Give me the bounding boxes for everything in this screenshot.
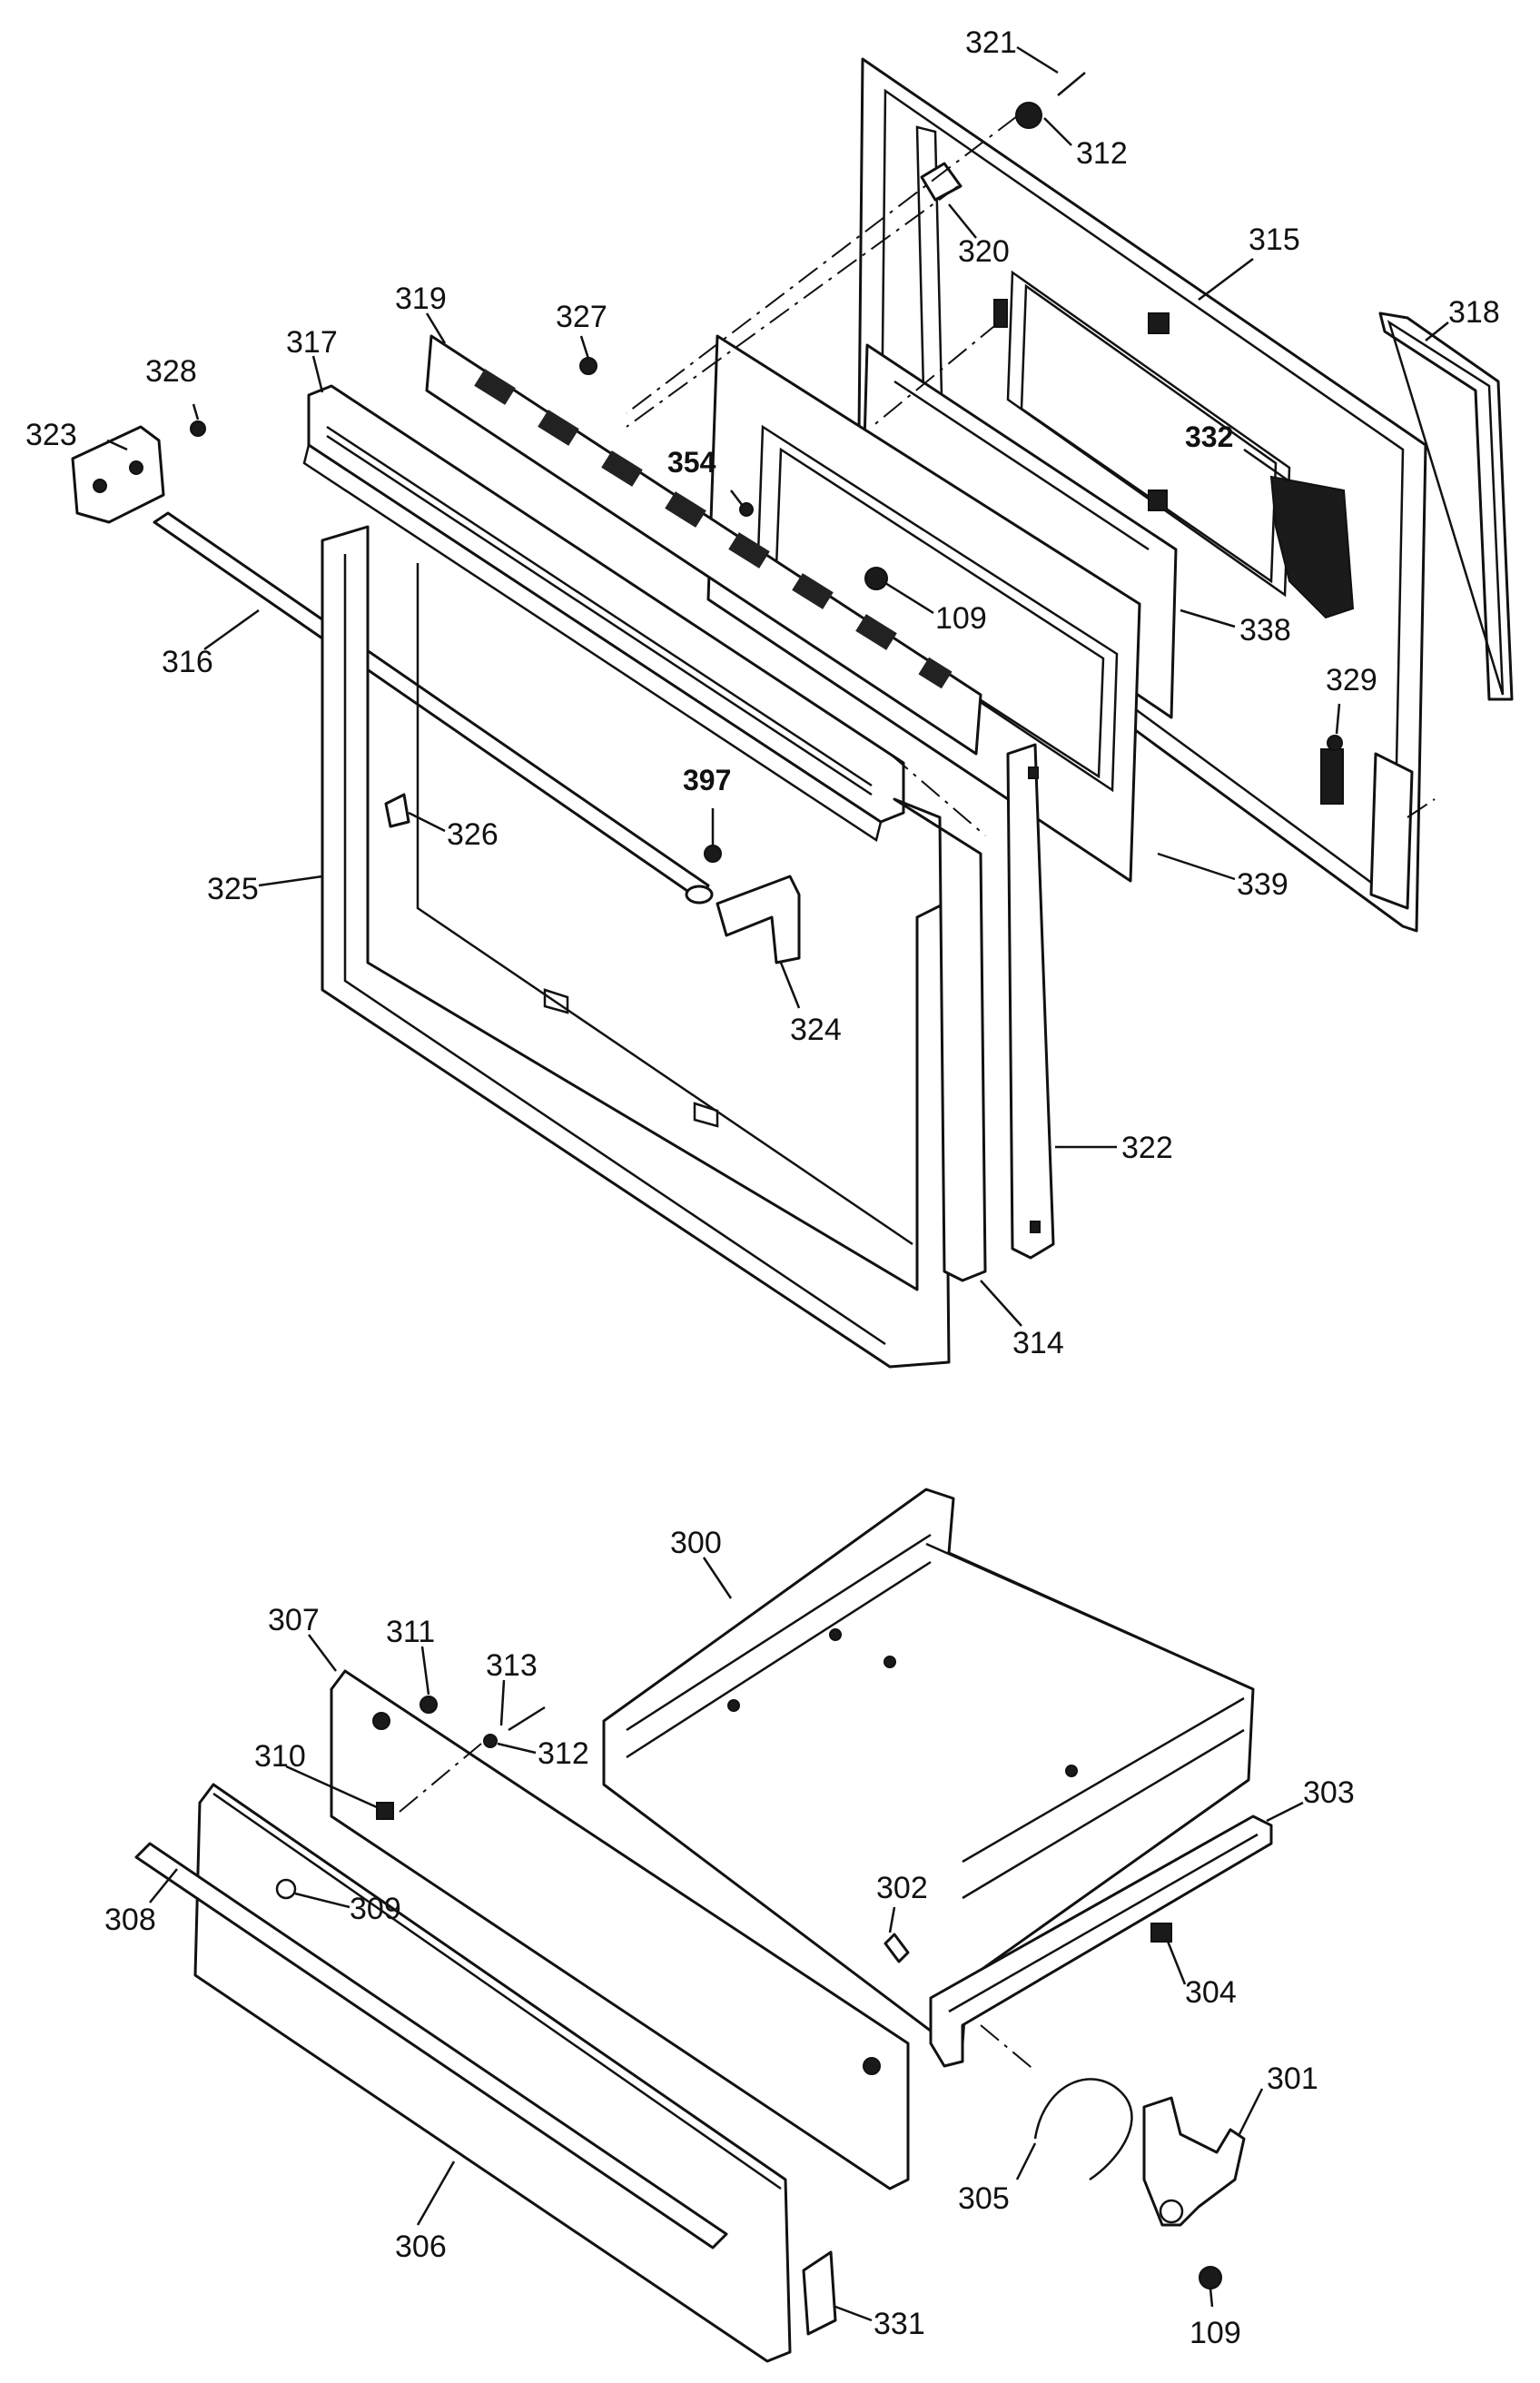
label-313: 313: [486, 1648, 538, 1683]
vent-bracket-319: [425, 334, 982, 756]
label-311: 311: [386, 1615, 435, 1649]
leader-lines: [106, 45, 1449, 2322]
label-307: 307: [268, 1603, 320, 1637]
label-319: 319: [395, 282, 447, 316]
drawer-front-306: [193, 1783, 792, 2363]
door-frame-325: [321, 525, 951, 1369]
label-309: 309: [350, 1892, 401, 1926]
label-316: 316: [162, 645, 213, 679]
label-300: 300: [670, 1526, 722, 1560]
label-318: 318: [1448, 295, 1500, 330]
label-324: 324: [790, 1013, 842, 1047]
label-304: 304: [1185, 1975, 1237, 2010]
label-332: 332: [1185, 420, 1233, 453]
label-315: 315: [1249, 222, 1300, 257]
drawer-body-300: [602, 1488, 1255, 2054]
label-312-bottom: 312: [538, 1736, 589, 1771]
label-328: 328: [145, 354, 197, 389]
latch-324: [716, 875, 801, 964]
label-317: 317: [286, 325, 338, 360]
drawer-slide-303: [929, 1814, 1273, 2068]
label-109-top: 109: [935, 601, 987, 636]
label-329: 329: [1326, 663, 1377, 697]
gasket-314: [893, 797, 987, 1282]
label-321: 321: [965, 25, 1017, 60]
hinge-bracket-323: [71, 425, 165, 524]
part-labels: 321 312 320 315 318 332 319 327 317 328 …: [25, 25, 1500, 2350]
label-302: 302: [876, 1871, 928, 1905]
label-305: 305: [958, 2181, 1010, 2216]
label-354: 354: [667, 446, 716, 479]
vent-trim-317: [302, 384, 905, 843]
label-327: 327: [556, 300, 607, 334]
label-326: 326: [447, 817, 499, 852]
label-322: 322: [1121, 1131, 1173, 1165]
label-323: 323: [25, 418, 77, 452]
label-338: 338: [1239, 613, 1291, 648]
label-339: 339: [1237, 867, 1288, 902]
label-308: 308: [104, 1903, 156, 1937]
insulation-332: [1269, 475, 1355, 619]
drawer-trim-308: [134, 1842, 728, 2250]
label-320: 320: [958, 234, 1010, 269]
label-301: 301: [1267, 2062, 1318, 2096]
drawer-foot-331: [802, 2250, 837, 2336]
label-109-bottom: 109: [1190, 2316, 1241, 2350]
side-channel-322: [1006, 743, 1055, 1260]
label-397: 397: [683, 764, 731, 796]
label-331: 331: [874, 2307, 925, 2341]
ring-spring-305: [1033, 2078, 1133, 2181]
label-306: 306: [395, 2230, 447, 2264]
lower-hardware: [275, 1696, 1222, 2289]
side-trim-318: [1378, 311, 1514, 701]
bracket-301: [1142, 2096, 1246, 2227]
label-312-top: 312: [1076, 136, 1128, 171]
drawer-inner-panel-307: [330, 1669, 910, 2190]
label-314: 314: [1012, 1326, 1064, 1360]
handle-rod-316: [153, 511, 714, 905]
outer-door-panel-315: [856, 57, 1427, 933]
label-303: 303: [1303, 1775, 1355, 1810]
label-325: 325: [207, 872, 259, 906]
label-310: 310: [254, 1739, 306, 1774]
